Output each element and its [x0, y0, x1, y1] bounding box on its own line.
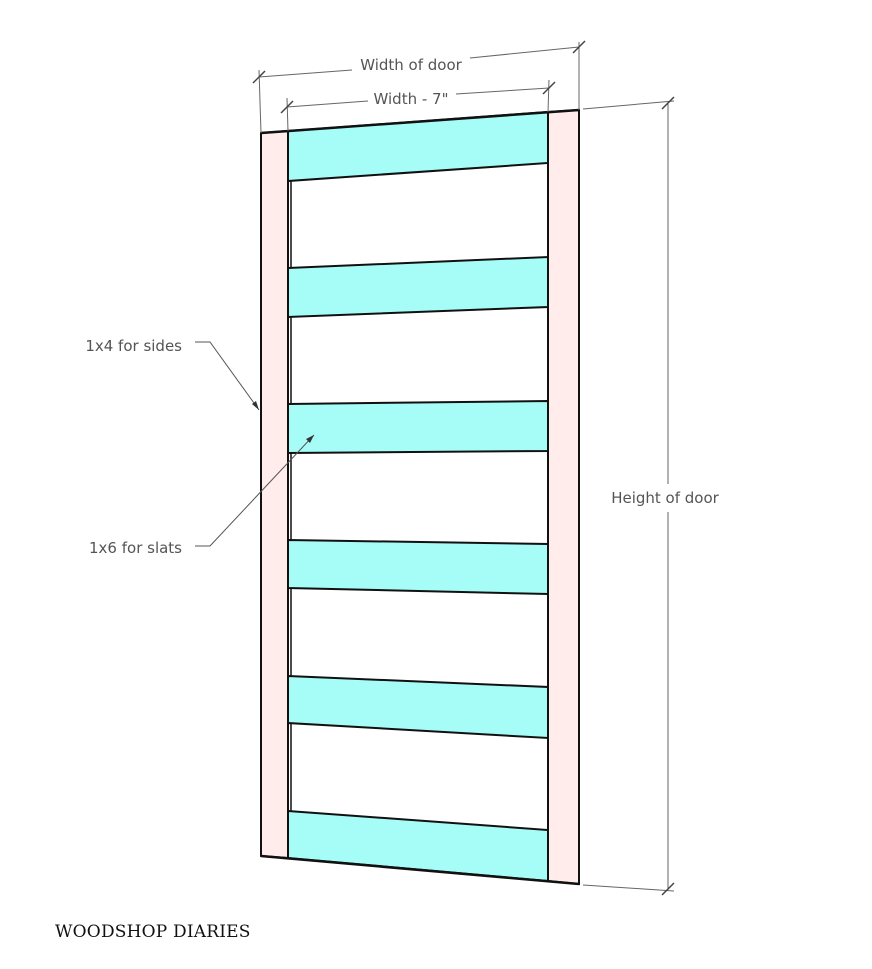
slat-2 [287, 255, 549, 319]
slats-callout-label: 1x6 for slats [89, 539, 182, 557]
width-of-door-dimension: Width of door [252, 40, 586, 134]
slat-3 [287, 399, 549, 455]
width-of-door-label: Width of door [360, 56, 462, 74]
left-side-board [260, 129, 289, 860]
sides-callout-label: 1x4 for sides [85, 337, 182, 355]
brand-logo-text: WOODSHOP DIARIES [55, 922, 251, 942]
door-bottom-edge [260, 854, 580, 886]
width-minus-seven-label: Width - 7" [374, 90, 449, 108]
height-of-door-dimension: Height of door [582, 96, 720, 896]
slat-4 [287, 538, 549, 596]
height-of-door-label: Height of door [611, 489, 719, 507]
door-back-panel [261, 110, 579, 884]
door-top-edge [260, 108, 580, 135]
width-minus-seven-dimension: Width - 7" [280, 79, 556, 132]
slat-5 [287, 674, 549, 740]
slats-callout: 1x6 for slats [89, 434, 315, 557]
right-side-board [547, 108, 580, 886]
sides-callout: 1x4 for sides [85, 337, 260, 411]
